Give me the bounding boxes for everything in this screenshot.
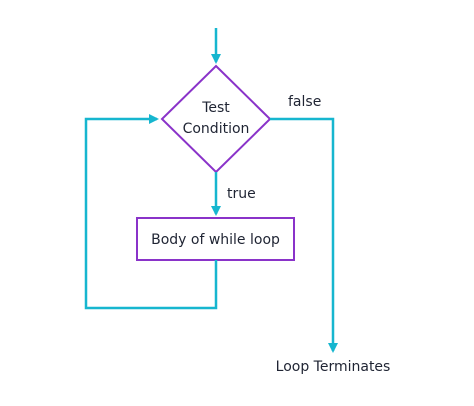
- condition-diamond: [160, 64, 272, 174]
- loop-body-box: [136, 217, 295, 261]
- true-label: true: [227, 186, 256, 202]
- loop-body-label: Body of while loop: [151, 232, 280, 248]
- false-label: false: [288, 94, 321, 110]
- loop-terminates-label: Loop Terminates: [276, 359, 391, 375]
- false-arrow: [270, 117, 338, 353]
- condition-label-line1: Test: [201, 100, 230, 116]
- condition-label-line2: Condition: [183, 121, 250, 137]
- loop-back-arrow: [84, 114, 218, 310]
